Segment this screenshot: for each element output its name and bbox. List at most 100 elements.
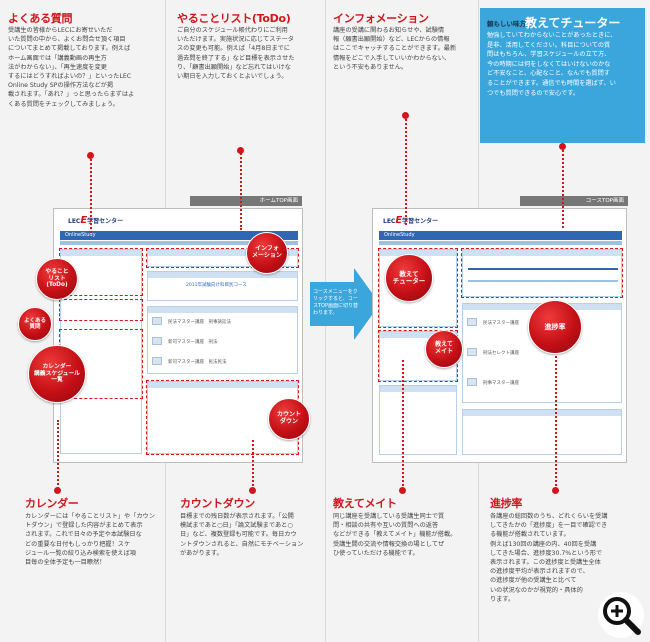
text-line: などができる「教えてメイト」機能が搭載。 — [333, 531, 457, 539]
menu-bar — [60, 241, 298, 245]
todo-text: ご自分のスケジュール帳代わりにご利用いただけます。実施状況に応じてステータスの変… — [177, 26, 322, 81]
faq-title: よくある質問 — [8, 12, 73, 25]
connector-dot — [87, 152, 94, 159]
tutor-panel: 頼もしい味方 教えてチューター 勉強していてわからないことがあったときに、是非、… — [480, 8, 645, 143]
connector-line — [402, 360, 404, 490]
calendar-title: カレンダー — [25, 497, 79, 510]
text-line: の進捗度平均が表示されますので、 — [490, 568, 589, 576]
course-thumbnail — [152, 317, 162, 325]
text-line: 是非、活用してください。科目についての質 — [487, 41, 611, 49]
text-line: 目標までの残日数が表示されます。「公開 — [180, 513, 294, 520]
zoom-button[interactable] — [598, 592, 644, 638]
teach-mate-title: 教えてメイト — [333, 497, 397, 510]
lec-logo: LECE学習センター — [383, 215, 439, 226]
mate-bubble[interactable]: 教えて メイト — [425, 330, 463, 368]
online-study-bar[interactable]: OnlineStudy — [60, 231, 298, 240]
course-thumbnail — [467, 348, 477, 356]
course-row[interactable]: 刑法セレクト講座 — [483, 351, 519, 356]
menu-bar — [379, 241, 622, 245]
text-line: してきたかの「進捗度」を一目で確認でき — [490, 522, 608, 530]
text-line: どの重要な日付もしっかり把握！スケ — [25, 540, 131, 548]
info-bubble[interactable]: インフォ メーション — [246, 232, 288, 274]
connector-line — [90, 155, 92, 233]
text-line: いただけます。実施状況に応じてステータ — [177, 36, 294, 44]
text-line: の進捗度が他の受講生と比べて — [490, 577, 577, 585]
progress-text: 各講座の総回数のうち、どれくらいを受講してきたかの「進捗度」を一目で確認できる機… — [490, 512, 642, 604]
course-thumbnail — [467, 318, 477, 326]
info-highlight — [146, 248, 299, 268]
course-thumbnail — [467, 378, 477, 386]
course-thumbnail — [152, 357, 162, 365]
connector-line — [57, 420, 59, 492]
faq-bubble[interactable]: よくある 質問 — [18, 307, 52, 341]
text-line: る機能が搭載されています。 — [490, 531, 570, 539]
zoom-in-icon — [603, 597, 641, 635]
text-line: 同じ講座を受講している受講生同士で質 — [333, 513, 445, 520]
text-line: についてまとめて掲載しております。例えば — [8, 45, 131, 53]
todo-bubble[interactable]: やること リスト (ToDo) — [36, 258, 78, 300]
text-line: トダウン」で登録した内容がまとめて表示 — [25, 522, 143, 530]
course-row[interactable]: 新司マスター講座 刑法 — [168, 340, 218, 345]
text-line: があがります。 — [180, 549, 223, 557]
text-line: つでも質問できるので安心です。 — [487, 89, 580, 97]
text-line: 報（願書出願開始）など、LECからの情報 — [333, 36, 450, 44]
course-screen-tag: コースTOP画面 — [520, 196, 628, 206]
info-text: 講座の受講に関わるお知らせや、試験情報（願書出願開始）など、LECからの情報はこ… — [333, 26, 475, 72]
text-line: カレンダーには「やることリスト」や「カウン — [25, 513, 155, 520]
connector-dot — [559, 143, 566, 150]
course-row[interactable]: 刑事マスター講座 — [483, 381, 519, 386]
connector-line — [252, 440, 254, 490]
text-line: ります。 — [490, 595, 515, 603]
course-screen: LECE学習センター OnlineStudy 民法マスター講座 刑法セレクト講座… — [372, 208, 627, 463]
text-line: ひ使っていただける機能です。 — [333, 549, 419, 557]
course-pane: 2011年試験向け科目別コース — [147, 271, 298, 301]
tutor-bubble[interactable]: 教えて チューター — [385, 254, 433, 302]
arrow-caption: コースメニューをクリックすると、コースTOP画面に切り替わります。 — [313, 289, 359, 316]
online-study-bar[interactable]: OnlineStudy — [379, 231, 622, 240]
progress-bubble[interactable]: 進捗率 — [528, 300, 582, 354]
connector-dot — [552, 487, 559, 494]
text-line: り、「顧書出願開始」など忘れてはいけな — [177, 63, 291, 71]
home-screen: LECE学習センター OnlineStudy 2011年試験向け科目別コース 民… — [53, 208, 303, 463]
text-line: 日」など、複数登録も可能です。毎日カウ — [180, 531, 297, 539]
calendar-text: カレンダーには「やることリスト」や「カウントダウン」で登録した内容がまとめて表示… — [25, 512, 163, 567]
course-link[interactable]: 2011年試験向け科目別コース — [186, 283, 247, 288]
info-title: インフォメーション — [333, 12, 429, 25]
countdown-bubble[interactable]: カウント ダウン — [268, 398, 310, 440]
text-line: スの変更も可能。例えば「4月8日までに — [177, 45, 291, 53]
text-line: 表示されます。この進捗度と受講生全体 — [490, 559, 601, 567]
progress-pane — [462, 249, 622, 297]
text-line: 受講生の皆様からLECにお寄せいただ — [8, 27, 113, 34]
tutor-text: 勉強していてわからないことがあったときに、是非、活用してください。科目についての… — [487, 31, 639, 98]
course-row[interactable]: 民法マスター講座 刑事訴訟法 — [168, 320, 231, 325]
text-line: 法がわからない」、「再生速度を変更 — [8, 63, 107, 71]
tutor-subtitle: 頼もしい味方 — [487, 20, 526, 28]
text-line: 載されます。「あれ？」っと思ったらまずはよ — [8, 91, 135, 99]
lec-logo: LECE学習センター — [68, 215, 124, 226]
progress-title: 進捗率 — [490, 497, 523, 510]
calendar-bubble[interactable]: カレンダー 講義スケジュール 一覧 — [28, 345, 86, 403]
tutor-highlight — [378, 248, 458, 328]
text-line: 過去問を終了する」など目標を表示させた — [177, 54, 295, 62]
text-line: いた質問の中から、よくお問合せ頂く項目 — [8, 36, 126, 44]
text-line: い期日を入力しておくとよいでしょう。 — [177, 73, 288, 81]
course-row[interactable]: 新司マスター講座 民法民法 — [168, 360, 227, 365]
progress-highlight — [461, 248, 623, 298]
connector-line — [562, 146, 564, 228]
connector-dot — [399, 487, 406, 494]
text-line: 今の時期には何をしなくてはいけないのかな — [487, 60, 611, 68]
countdown-pane — [147, 381, 298, 454]
text-line: 受講生間の交流や情報交換の場としてぜ — [333, 540, 445, 548]
text-line: 各講座の総回数のうち、どれくらいを受講 — [490, 513, 608, 520]
right-arrow-icon — [310, 268, 380, 340]
text-line: してきた場合、進捗度30.7%という形で — [490, 549, 603, 557]
todo-title: やることリスト(ToDo) — [177, 12, 291, 25]
text-line: ることができます。通信でも時間を選ばず、い — [487, 79, 616, 87]
text-line: されます。これで日々の予定や本試験日な — [25, 531, 142, 539]
progress-row — [468, 268, 618, 270]
master-course-pane: 民法マスター講座 刑事訴訟法 新司マスター講座 刑法 新司マスター講座 民法民法 — [147, 306, 298, 374]
text-line: 目毎の全体予定も一目瞭然！ — [25, 559, 106, 567]
connector-dot — [402, 112, 409, 119]
course-row[interactable]: 民法マスター講座 — [483, 321, 519, 326]
connector-line — [405, 115, 407, 225]
